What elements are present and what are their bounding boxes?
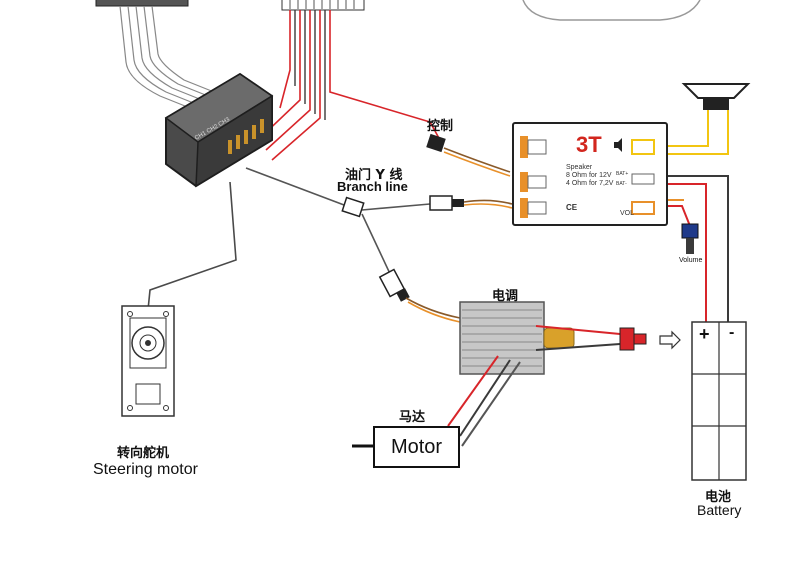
battery-pack (691, 321, 747, 481)
speaker-sign-icon (614, 138, 622, 152)
header-dark-wires (294, 10, 326, 120)
branch-to-module-wire (463, 199, 513, 209)
throttle-y-label: 油门 Y 线 (345, 168, 403, 183)
esc-to-motor-wires (447, 355, 521, 447)
receiver-to-branch (245, 167, 353, 209)
t-plug (619, 327, 647, 351)
module-power-wires (668, 175, 729, 322)
sound-module-3t: 3T Speaker 8 Ohm for 12V 4 Ohm for 7,2V … (512, 122, 668, 226)
esc-label: 电调 (492, 289, 519, 304)
arrow-icon (659, 330, 681, 350)
speaker-icon (681, 83, 751, 110)
body-shell-partial (522, 0, 701, 21)
receiver: CH1 CH2 CH3 (164, 72, 274, 188)
steering-cn-label: 转向舵机 (117, 446, 170, 461)
volume-wire (668, 199, 691, 227)
module-vol-label: VOL (620, 210, 635, 217)
servo-wire (147, 181, 237, 311)
module-connectors (520, 136, 655, 218)
branch-plug-module (429, 195, 453, 211)
speaker-wires (668, 110, 729, 155)
battery-minus-sign: - (729, 324, 735, 341)
esc-to-battery-wires (535, 325, 621, 351)
receiver-antenna-wires (119, 5, 215, 109)
esc (459, 301, 575, 375)
header-connector-partial (281, 0, 365, 11)
motor-box: Motor (373, 426, 460, 468)
steering-en-label: Steering motor (93, 461, 198, 478)
module-speaker-72v: 4 Ohm for 7,2V (566, 180, 614, 187)
battery-en-label: Battery (697, 502, 742, 518)
branch-junction (341, 196, 365, 218)
branch-to-esc-wire (405, 297, 461, 323)
module-speaker-12v: 8 Ohm for 12V (566, 172, 612, 179)
motor-label: Motor (390, 436, 443, 458)
battery-cn-label: 电池 (705, 490, 732, 505)
module-ce-mark: CE (566, 203, 578, 212)
volume-label: Volume (679, 257, 703, 264)
header-wires (257, 10, 441, 161)
y-branch-cable (361, 203, 431, 279)
motor-cn-label: 马达 (399, 410, 426, 425)
battery-plus-sign: + (699, 324, 710, 344)
control-plug (426, 133, 446, 153)
branch-plug-module-tip (452, 199, 464, 207)
module-speaker-label: Speaker (566, 164, 593, 171)
module-title: 3T (576, 132, 602, 157)
volume-knob-icon (681, 223, 699, 254)
module-bat-minus: BAT- (616, 181, 627, 187)
control-label: 控制 (427, 119, 454, 134)
steering-servo (121, 305, 175, 417)
module-bat-plus: BAT+ (616, 171, 629, 177)
transmitter-partial (95, 0, 189, 7)
control-wire (443, 147, 511, 177)
branch-line-label: Branch line (337, 179, 408, 194)
